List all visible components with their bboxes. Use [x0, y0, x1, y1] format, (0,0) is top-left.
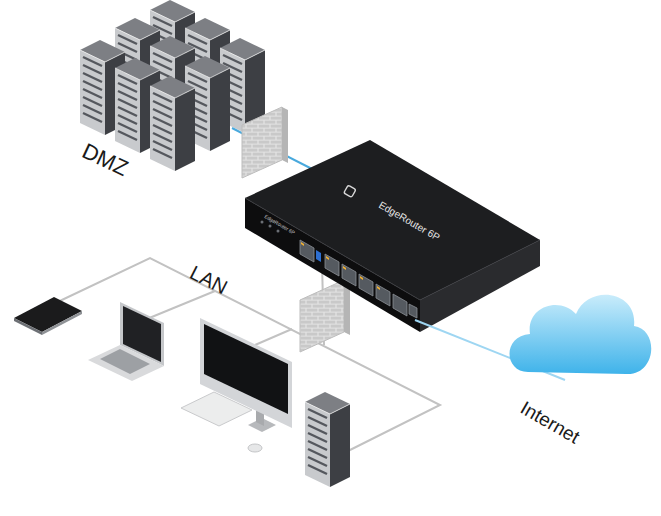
zone-label: Internet [518, 398, 583, 447]
firewall [242, 107, 288, 178]
server-cluster [80, 0, 265, 171]
zone-label: DMZ [79, 140, 131, 180]
imac [181, 318, 292, 452]
laptop [88, 302, 164, 381]
lan-wiring [45, 258, 440, 455]
tablet [14, 297, 82, 335]
zone-label: LAN [187, 262, 231, 297]
firewall [300, 280, 350, 352]
lan-server [305, 392, 350, 487]
edgerouter [245, 140, 540, 332]
internet-cloud [510, 295, 652, 374]
